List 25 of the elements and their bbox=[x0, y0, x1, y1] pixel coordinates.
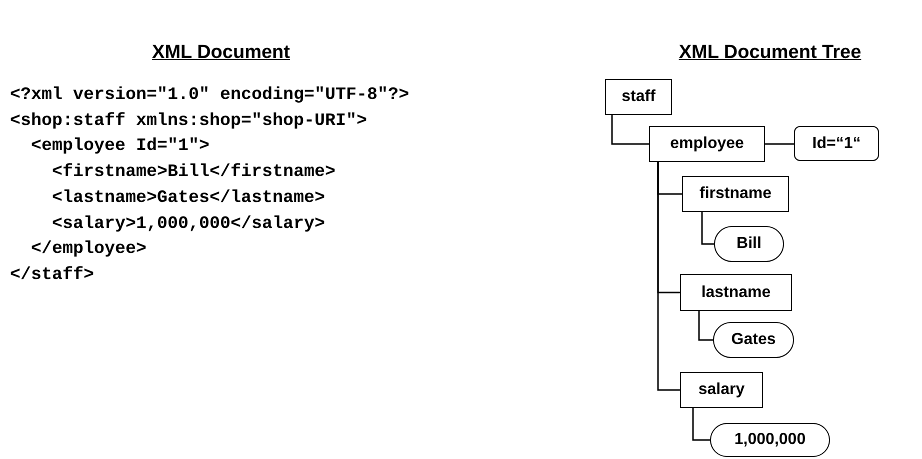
connector-line bbox=[765, 143, 794, 145]
code-line: <?xml version="1.0" encoding="UTF-8"?> bbox=[10, 85, 410, 105]
element-box: employee bbox=[649, 126, 765, 162]
text-value-pill: 1,000,000 bbox=[710, 423, 830, 457]
connector-line bbox=[698, 311, 713, 341]
code-line: </employee> bbox=[31, 239, 147, 260]
code-line: <firstname>Bill</firstname> bbox=[52, 162, 336, 182]
connector-line bbox=[657, 162, 680, 391]
element-box: staff bbox=[605, 79, 672, 115]
element-box: lastname bbox=[680, 274, 792, 311]
code-line: <salary>1,000,000</salary> bbox=[52, 214, 326, 234]
code-line: <lastname>Gates</lastname> bbox=[52, 188, 326, 208]
text-value-pill: Bill bbox=[714, 226, 784, 262]
connector-line bbox=[701, 212, 714, 245]
text-value-pill: Gates bbox=[713, 322, 794, 358]
code-line: <employee Id="1"> bbox=[31, 136, 210, 156]
element-box: salary bbox=[680, 372, 763, 408]
connector-line bbox=[611, 115, 649, 145]
code-line: <shop:staff xmlns:shop="shop-URI"> bbox=[10, 110, 368, 131]
attribute-box: Id=“1“ bbox=[794, 126, 879, 161]
element-box: firstname bbox=[682, 176, 789, 212]
heading: XML Document Tree bbox=[678, 42, 862, 64]
code-line: </staff> bbox=[10, 264, 94, 285]
heading: XML Document bbox=[152, 42, 290, 64]
connector-line bbox=[692, 408, 710, 441]
